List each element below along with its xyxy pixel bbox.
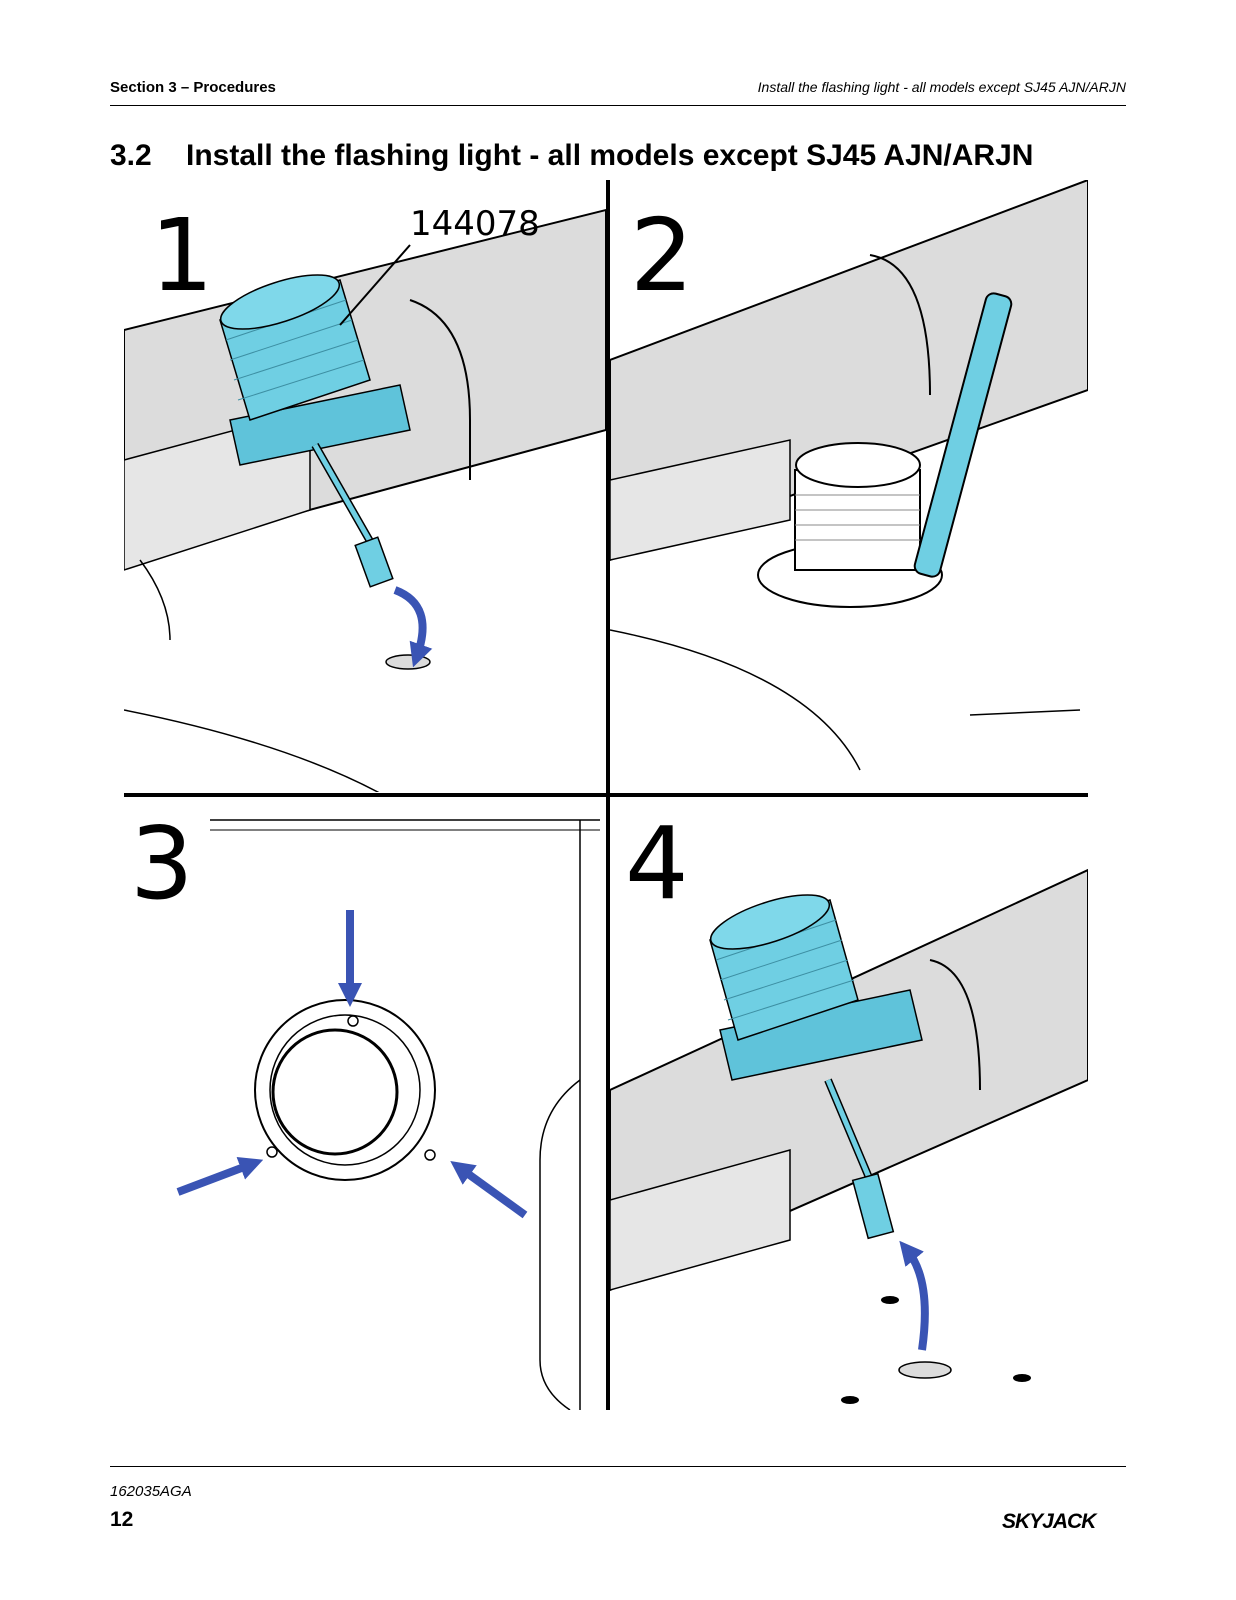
- panel-3-drawing: 3: [130, 805, 600, 1410]
- section-number: 3.2: [110, 139, 152, 172]
- header-rule: [110, 105, 1126, 106]
- svg-text:SKYJACK: SKYJACK: [1002, 1510, 1098, 1532]
- step-2-number: 2: [630, 197, 694, 314]
- document-code: 162035AGA: [110, 1483, 192, 1500]
- footer-rule: [110, 1466, 1126, 1467]
- page-number: 12: [110, 1508, 134, 1531]
- step-4-number: 4: [625, 805, 689, 922]
- installation-figure: 1 144078 2 3: [124, 180, 1088, 1410]
- panel-4-drawing: 4: [610, 805, 1088, 1404]
- panel-2-drawing: 2: [610, 180, 1088, 771]
- skyjack-logo: SKYJACK: [1002, 1510, 1099, 1532]
- panel-1-drawing: 1 144078: [124, 197, 606, 792]
- section-title: Install the flashing light - all models …: [186, 139, 1034, 172]
- step-1-number: 1: [150, 197, 214, 314]
- part-number-label: 144078: [410, 204, 540, 244]
- page-title: 3.2 Install the flashing light - all mode…: [110, 139, 1033, 173]
- step-3-number: 3: [130, 805, 194, 922]
- section-label: Section 3 – Procedures: [110, 79, 276, 96]
- page-topic: Install the flashing light - all models …: [757, 79, 1126, 95]
